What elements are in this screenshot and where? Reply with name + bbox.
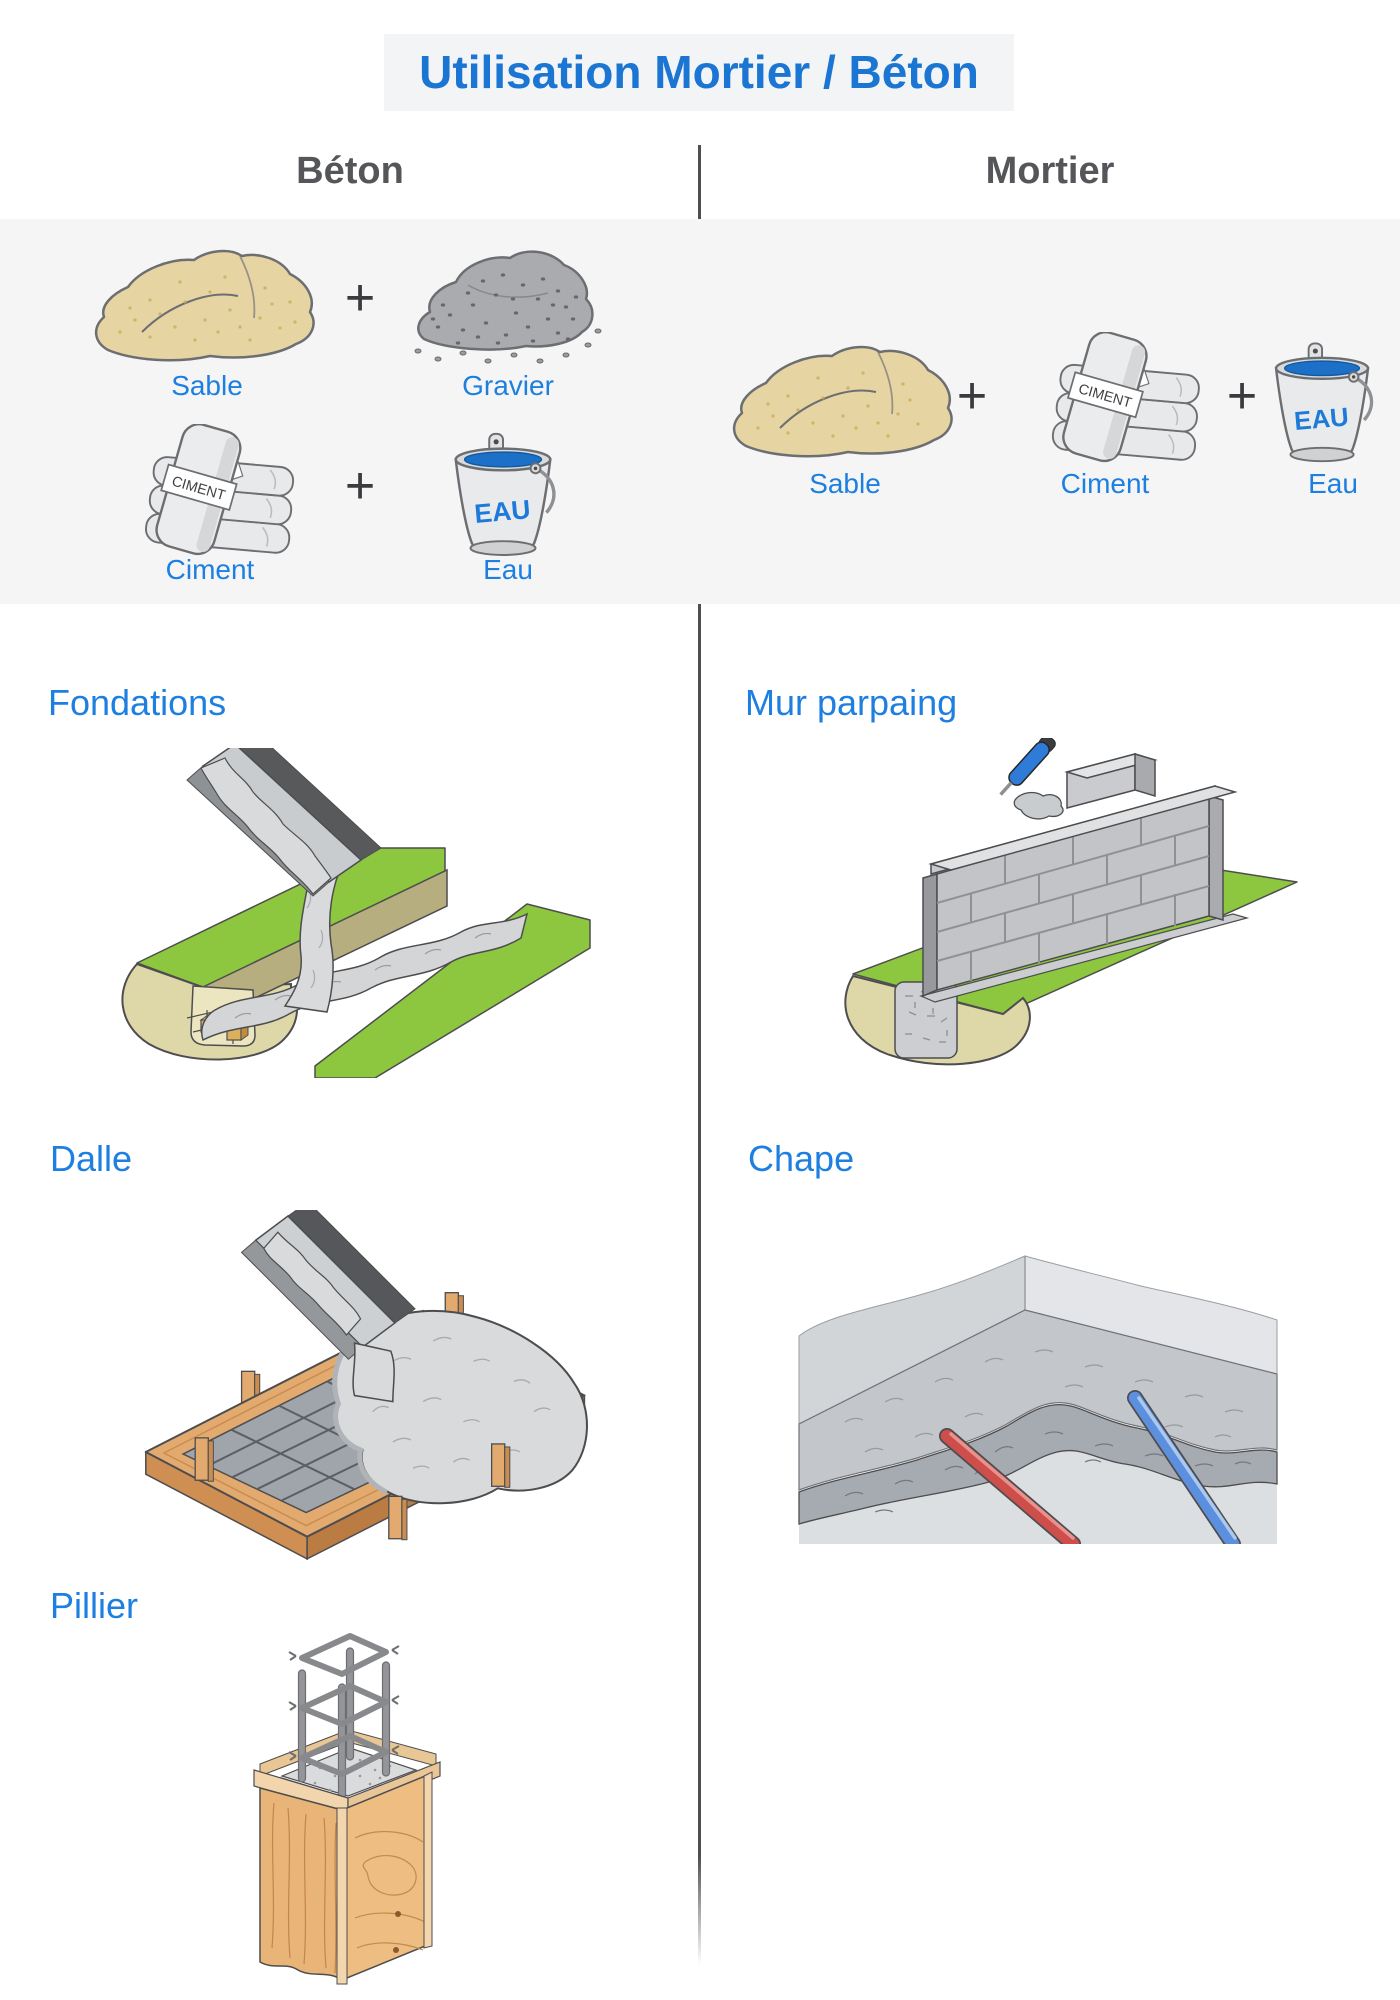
section-label-fondations: Fondations bbox=[48, 682, 227, 723]
cement-bags-icon: CIMENT bbox=[1051, 332, 1200, 463]
ingredient-label-ciment-beton: Ciment bbox=[165, 554, 255, 585]
wall-right bbox=[1024, 1255, 1278, 1375]
section-label-dalle: Dalle bbox=[50, 1138, 133, 1179]
corner-trim bbox=[336, 1807, 348, 1985]
ingredient-label-sable-mortier: Sable bbox=[809, 468, 881, 499]
plus-sign: + bbox=[344, 269, 376, 327]
edge-trim bbox=[423, 1771, 433, 1949]
block-wall bbox=[922, 785, 1238, 998]
screed-floor-illustration bbox=[798, 1255, 1278, 1544]
wood-panel-right bbox=[341, 1772, 431, 1982]
slab-formwork-illustration bbox=[144, 1210, 588, 1561]
plus-sign: + bbox=[1226, 367, 1258, 425]
grass-near bbox=[314, 903, 591, 1078]
section-label-pillier: Pillier bbox=[50, 1585, 139, 1626]
water-bucket-icon: EAU bbox=[1274, 342, 1374, 463]
cement-bags-icon: CIMENT bbox=[145, 424, 295, 556]
floor bbox=[799, 1450, 1277, 1544]
pillar-formwork-illustration bbox=[253, 1633, 441, 1985]
sand-pile-icon bbox=[733, 345, 953, 458]
column-divider bbox=[698, 145, 701, 1965]
floating-block bbox=[1064, 752, 1158, 809]
wood-panel-left bbox=[259, 1787, 343, 1982]
sand-pile-icon bbox=[95, 249, 315, 362]
ingredient-label-gravier: Gravier bbox=[462, 370, 554, 401]
ingredient-label-eau-beton: Eau bbox=[483, 554, 533, 585]
ingredient-label-eau-mortier: Eau bbox=[1308, 468, 1358, 499]
concrete-pour-stream bbox=[283, 865, 341, 1013]
rebar-cage bbox=[288, 1633, 400, 1799]
wall-base-strip bbox=[919, 913, 1250, 1003]
water-bucket-label: EAU bbox=[1293, 403, 1350, 436]
red-pipe-icon bbox=[939, 1428, 1081, 1544]
section-label-mur-parpaing: Mur parpaing bbox=[745, 682, 958, 723]
plus-sign: + bbox=[956, 367, 988, 425]
column-header-beton: Béton bbox=[296, 150, 404, 192]
trowel-icon bbox=[999, 738, 1064, 820]
front-stakes bbox=[194, 1437, 511, 1541]
pour-chute-icon bbox=[186, 748, 382, 897]
wall-left bbox=[798, 1255, 1026, 1425]
blue-pipe-icon bbox=[1127, 1390, 1241, 1544]
foundation-trench-illustration bbox=[121, 748, 591, 1078]
cement-bag-front: CIMENT bbox=[155, 424, 242, 556]
section-label-chape: Chape bbox=[748, 1138, 855, 1179]
water-bucket-icon: EAU bbox=[454, 432, 556, 556]
water-bucket-label: EAU bbox=[473, 494, 532, 529]
ingredient-label-sable-beton: Sable bbox=[171, 370, 243, 401]
column-header-mortier: Mortier bbox=[985, 150, 1115, 192]
screed-spread bbox=[798, 1309, 1278, 1491]
plus-sign: + bbox=[344, 457, 376, 515]
page-title: Utilisation Mortier / Béton bbox=[384, 34, 1014, 111]
block-wall-illustration bbox=[844, 738, 1298, 1066]
ingredient-label-ciment-mortier: Ciment bbox=[1060, 468, 1150, 499]
gravel-pile-icon bbox=[414, 250, 602, 364]
pour-chute-icon bbox=[240, 1210, 416, 1403]
